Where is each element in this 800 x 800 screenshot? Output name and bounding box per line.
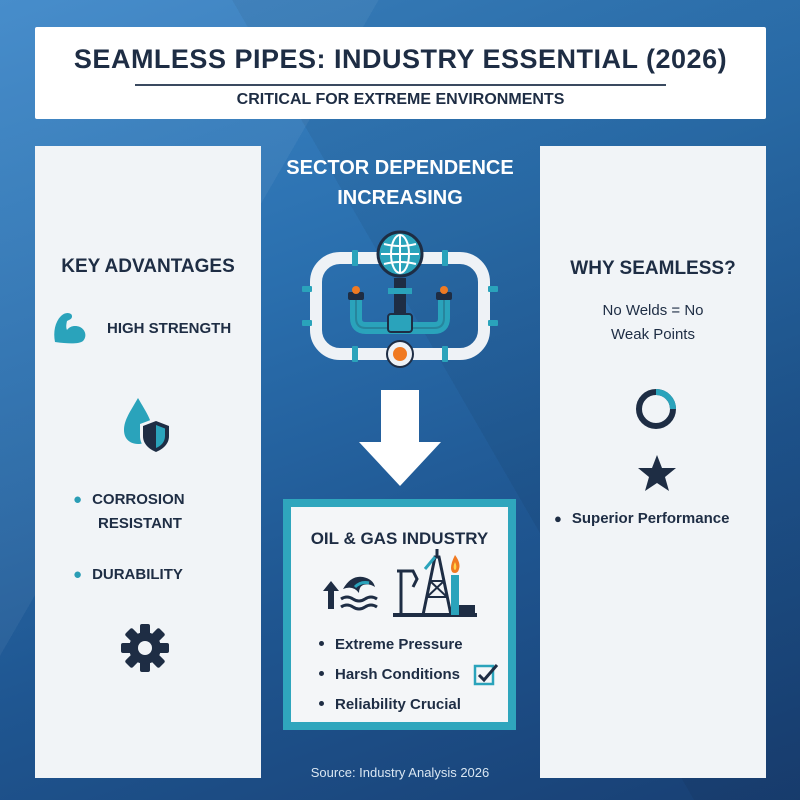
muscle-arm-icon (54, 312, 86, 344)
sector-dependence-heading: SECTOR DEPENDENCE INCREASING (286, 157, 514, 209)
no-welds-text: No Welds = No Weak Points (602, 302, 704, 343)
page-subtitle: CRITICAL FOR EXTREME ENVIRONMENTS (236, 91, 565, 108)
oil-gas-industry-box: OIL & GAS INDUSTRY (283, 499, 516, 730)
list-item: Harsh Conditions (319, 665, 463, 695)
water-drop-shield-icon (124, 398, 172, 456)
source-footnote: Source: Industry Analysis 2026 (310, 765, 490, 780)
durability-label: ●DURABILITY (73, 566, 183, 583)
globe-pipeline-icon (302, 230, 498, 368)
key-advantages-heading: KEY ADVANTAGES (61, 256, 235, 277)
star-icon (638, 455, 676, 491)
checkbox-checked-icon (473, 664, 499, 686)
gas-flare-icon (451, 555, 460, 615)
oil-rig-icon (393, 549, 477, 617)
offshore-waves-icon (323, 576, 378, 611)
list-item: Reliability Crucial (319, 695, 463, 725)
key-advantages-panel: KEY ADVANTAGES HIGH STRENGTH ●CORROSION … (35, 146, 261, 778)
gear-icon (121, 624, 169, 672)
page-title: SEAMLESS PIPES: INDUSTRY ESSENTIAL (2026… (73, 44, 728, 74)
down-arrow-icon (359, 390, 441, 486)
header-divider (135, 84, 666, 86)
oil-gas-requirements-list: Extreme Pressure Harsh Conditions Reliab… (319, 635, 463, 725)
corrosion-resistant-label: ●CORROSION RESISTANT (73, 491, 185, 532)
bullet-dot: ● (73, 491, 83, 508)
ring-progress-icon (636, 389, 676, 429)
bullet-dot: ● (73, 566, 83, 583)
superior-performance-label: ●Superior Performance (554, 510, 730, 527)
why-seamless-heading: WHY SEAMLESS? (570, 258, 736, 279)
why-seamless-panel: WHY SEAMLESS? No Welds = No Weak Points … (540, 146, 766, 778)
high-strength-label: HIGH STRENGTH (107, 320, 232, 337)
oil-gas-industry-title: OIL & GAS INDUSTRY (310, 529, 489, 548)
header-banner: SEAMLESS PIPES: INDUSTRY ESSENTIAL (2026… (35, 27, 766, 119)
list-item: Extreme Pressure (319, 635, 463, 665)
